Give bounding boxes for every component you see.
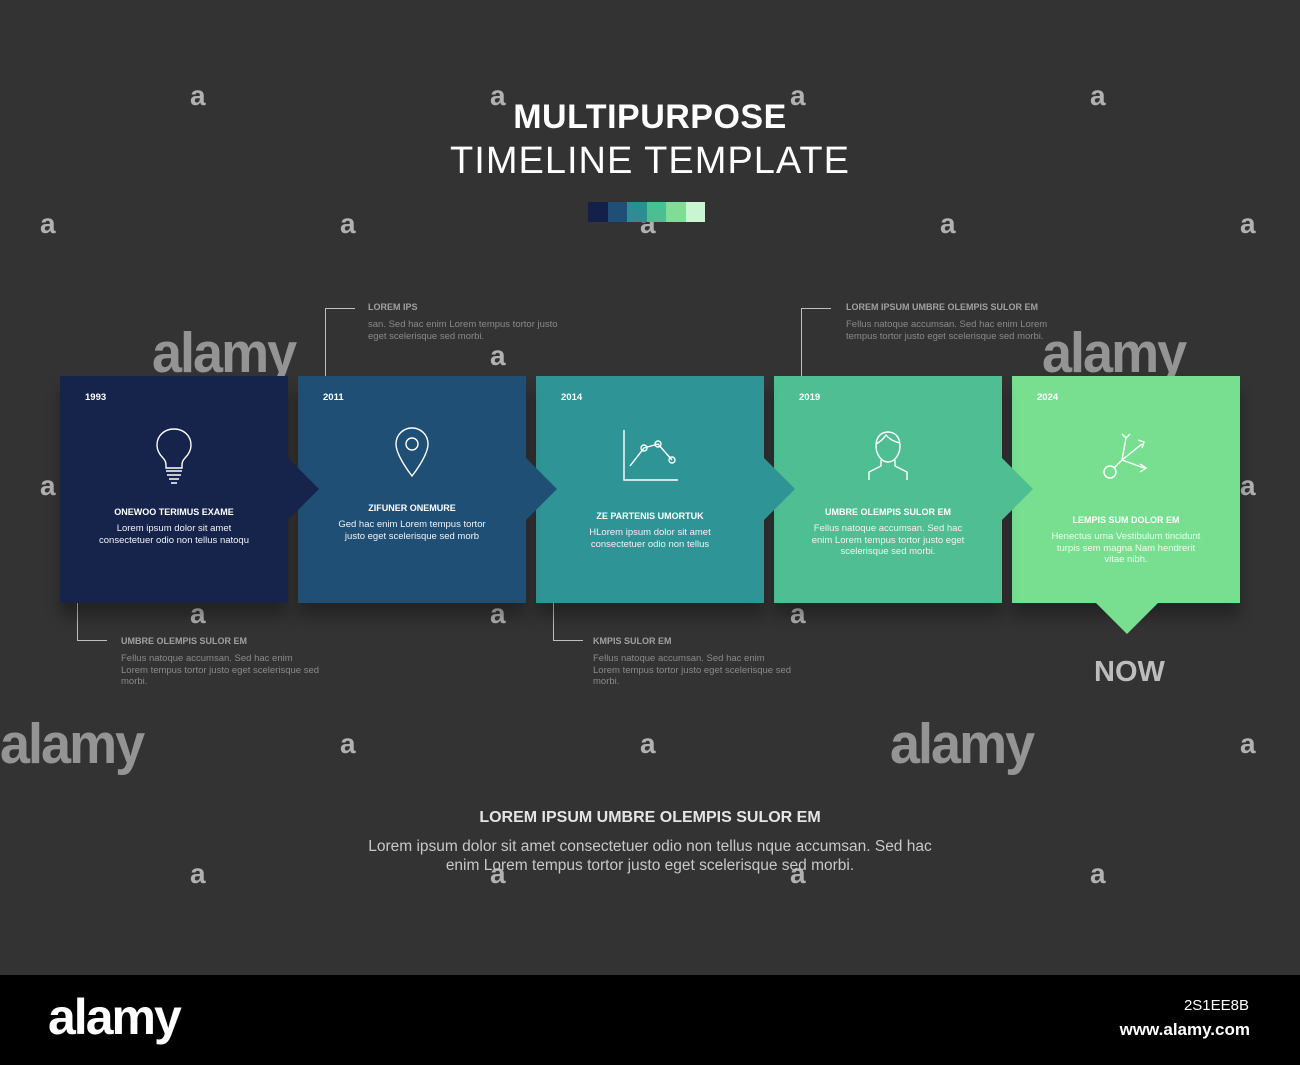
watermark-logo: alamy xyxy=(152,321,297,385)
watermark-logo: alamy xyxy=(1042,321,1187,385)
page-title: MULTIPURPOSE xyxy=(513,98,787,136)
step-title: ONEWOO TERIMUS EXAME xyxy=(114,507,234,517)
step-description: Fellus natoque accumsan. Sed hac enim Lo… xyxy=(811,523,965,557)
location-pin-icon xyxy=(382,426,442,486)
annotation-text: Fellus natoque accumsan. Sed hac enim Lo… xyxy=(593,653,792,687)
now-label: NOW xyxy=(1094,656,1165,688)
step-year: 2019 xyxy=(799,392,821,403)
watermark-mark: a xyxy=(40,470,56,501)
palette-swatch xyxy=(607,202,627,222)
step-arrow xyxy=(764,458,795,520)
watermark-mark: a xyxy=(940,208,956,239)
watermark-mark: a xyxy=(190,598,206,629)
footer-logo: alamy xyxy=(48,989,182,1045)
watermark-mark: a xyxy=(190,858,206,889)
palette-swatch xyxy=(666,202,686,222)
lightbulb-icon xyxy=(144,426,204,486)
watermark-mark: a xyxy=(790,858,806,889)
watermark-mark: a xyxy=(1090,858,1106,889)
footer-url[interactable]: www.alamy.com xyxy=(1119,1020,1250,1039)
line-chart-icon xyxy=(620,426,680,486)
watermark-mark: a xyxy=(490,340,506,371)
summary-text: Lorem ipsum dolor sit amet consectetuer … xyxy=(368,838,932,874)
step-year: 2011 xyxy=(323,392,344,403)
step-year: 2024 xyxy=(1037,392,1059,403)
step-description: Lorem ipsum dolor sit amet consectetuer … xyxy=(99,523,249,546)
watermark-mark: a xyxy=(190,80,206,111)
palette-swatch xyxy=(685,202,705,222)
user-avatar-icon xyxy=(858,426,918,486)
step-year: 2014 xyxy=(561,392,583,403)
step-year: 1993 xyxy=(85,392,107,403)
step-title: ZIFUNER ONEMURE xyxy=(368,503,456,513)
step-description: HLorem ipsum dolor sit amet consectetuer… xyxy=(589,527,711,550)
summary-title: LOREM IPSUM UMBRE OLEMPIS SULOR EM xyxy=(479,809,821,826)
watermark-mark: a xyxy=(340,208,356,239)
annotation-text: san. Sed hac enim Lorem tempus tortor ju… xyxy=(368,319,558,342)
watermark-mark: a xyxy=(1240,208,1256,239)
step-arrow xyxy=(526,458,557,520)
annotation-text: Fellus natoque accumsan. Sed hac enim Lo… xyxy=(121,653,320,687)
watermark-mark: a xyxy=(490,80,506,111)
step-title: LEMPIS SUM DOLOR EM xyxy=(1072,515,1180,525)
stock-footer-bar xyxy=(0,975,1300,1065)
annotation-title: LOREM IPSUM UMBRE OLEMPIS SULOR EM xyxy=(846,302,1039,312)
annotation-title: KMPIS SULOR EM xyxy=(593,636,672,646)
footer-image-id: 2S1EE8B xyxy=(1183,997,1249,1014)
color-palette-strip xyxy=(588,202,705,222)
infographic-canvas: a a a a a a a a a a a a a a a a a a a a … xyxy=(0,80,1256,889)
annotation-title: LOREM IPS xyxy=(368,302,418,312)
step-title: UMBRE OLEMPIS SULOR EM xyxy=(824,507,951,517)
watermark-mark: a xyxy=(1240,728,1256,759)
watermark-mark: a xyxy=(490,598,506,629)
annotation-text: Fellus natoque accumsan. Sed hac enim Lo… xyxy=(846,319,1048,342)
now-pointer-arrow xyxy=(1096,603,1158,634)
palette-swatch xyxy=(646,202,666,222)
watermark-mark: a xyxy=(640,728,656,759)
watermark-logo: alamy xyxy=(890,712,1035,776)
step-description: Ged hac enim Lorem tempus tortor justo e… xyxy=(338,519,486,542)
annotation-title: UMBRE OLEMPIS SULOR EM xyxy=(121,636,248,646)
watermark-logo: alamy xyxy=(0,712,145,776)
step-description: Henectus urna Vestibulum tincidunt turpi… xyxy=(1051,531,1201,565)
page-subtitle: TIMELINE TEMPLATE xyxy=(450,140,850,182)
watermark-mark: a xyxy=(1240,470,1256,501)
palette-swatch xyxy=(627,202,647,222)
timeline-step-card: 2014 ZE PARTENIS UMORTUK HLorem ipsum dolo… xyxy=(536,376,795,603)
watermark-mark: a xyxy=(490,858,506,889)
split-arrows-icon xyxy=(1096,426,1156,486)
watermark-mark: a xyxy=(790,80,806,111)
step-arrow xyxy=(288,458,319,520)
step-title: ZE PARTENIS UMORTUK xyxy=(596,511,704,521)
watermark-mark: a xyxy=(1090,80,1106,111)
watermark-mark: a xyxy=(340,728,356,759)
step-arrow xyxy=(1002,458,1033,520)
watermark-mark: a xyxy=(790,598,806,629)
watermark-mark: a xyxy=(40,208,56,239)
palette-swatch xyxy=(588,202,608,222)
